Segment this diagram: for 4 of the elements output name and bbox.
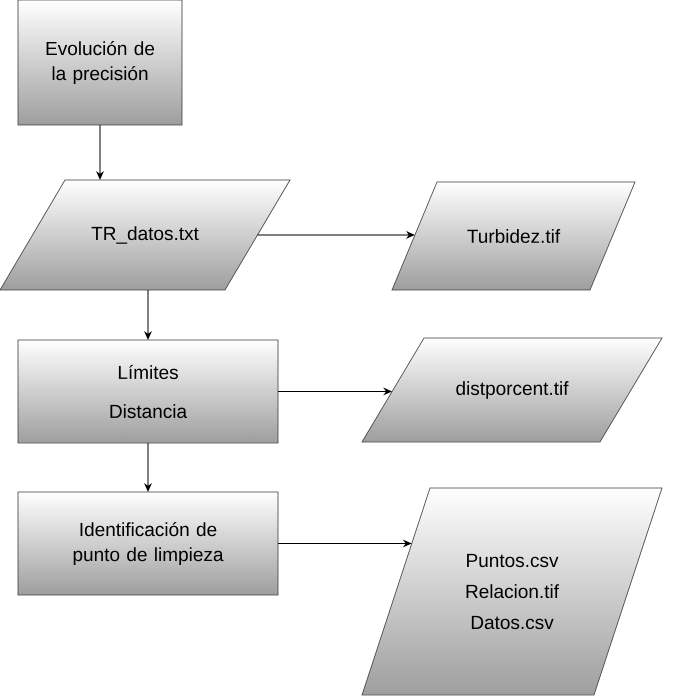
process-box: Límites Distancia [18,340,278,444]
process-box: Identificación de punto de limpieza [18,492,278,596]
data-parallelogram: TR_datos.txt [0,180,291,290]
process-box: Evolución de la precisión [18,0,182,126]
